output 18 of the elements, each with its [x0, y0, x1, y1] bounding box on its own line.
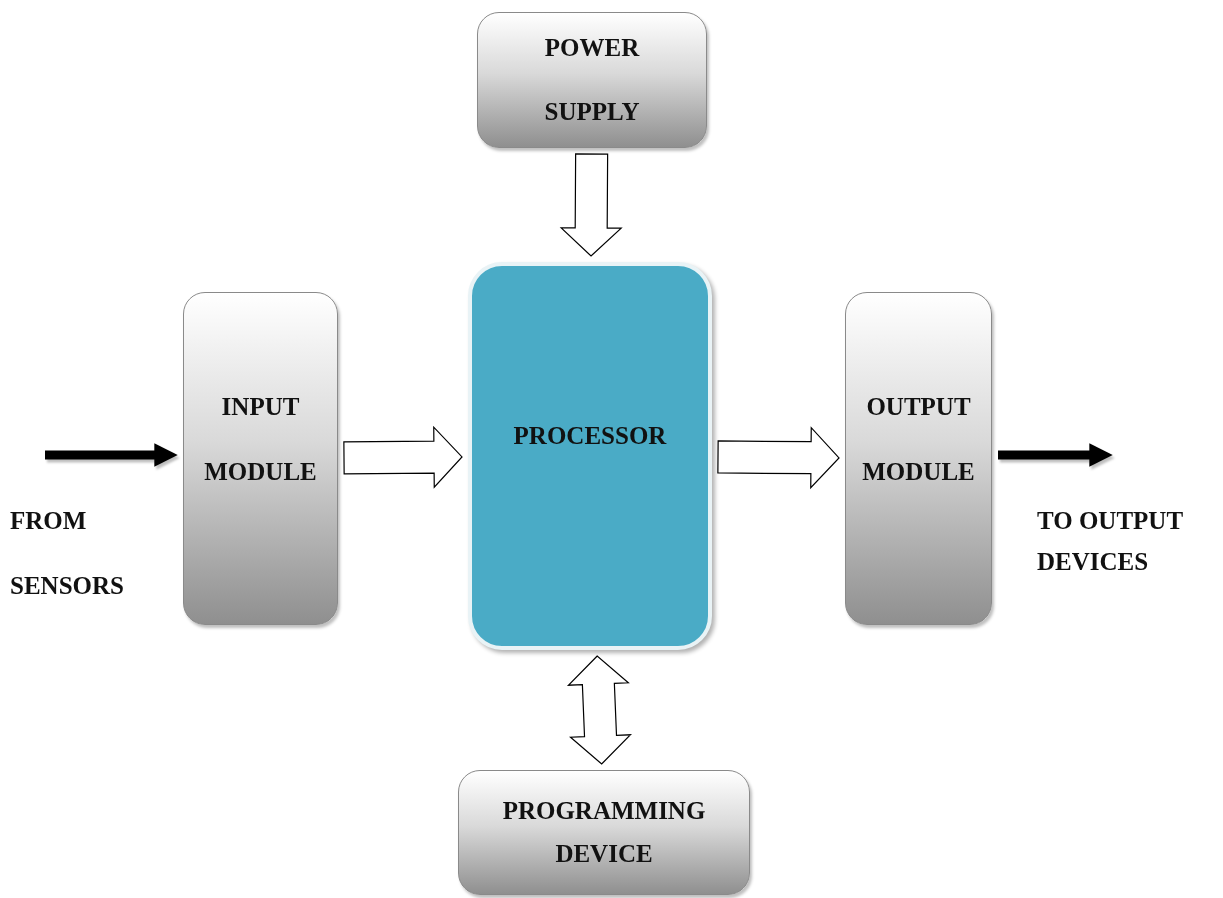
module-box — [477, 12, 707, 148]
block-arrow — [559, 153, 623, 257]
module-box — [183, 292, 338, 625]
arrow — [998, 443, 1113, 467]
box-label: PROGRAMMING DEVICE — [501, 796, 707, 869]
box-label: POWER SUPPLY — [543, 33, 641, 127]
text-label: TO OUTPUT DEVICES — [1037, 506, 1184, 578]
arrow — [45, 443, 178, 467]
block-arrow — [566, 655, 632, 765]
module-box — [845, 292, 992, 625]
box-label: OUTPUT MODULE — [861, 391, 976, 487]
module-box — [458, 770, 750, 895]
block-arrow — [343, 425, 463, 489]
box-label: INPUT MODULE — [203, 391, 318, 487]
block-arrow — [717, 426, 840, 490]
text-label: FROM SENSORS — [10, 506, 125, 601]
box-label: PROCESSOR — [513, 421, 667, 451]
processor-box — [468, 262, 712, 650]
